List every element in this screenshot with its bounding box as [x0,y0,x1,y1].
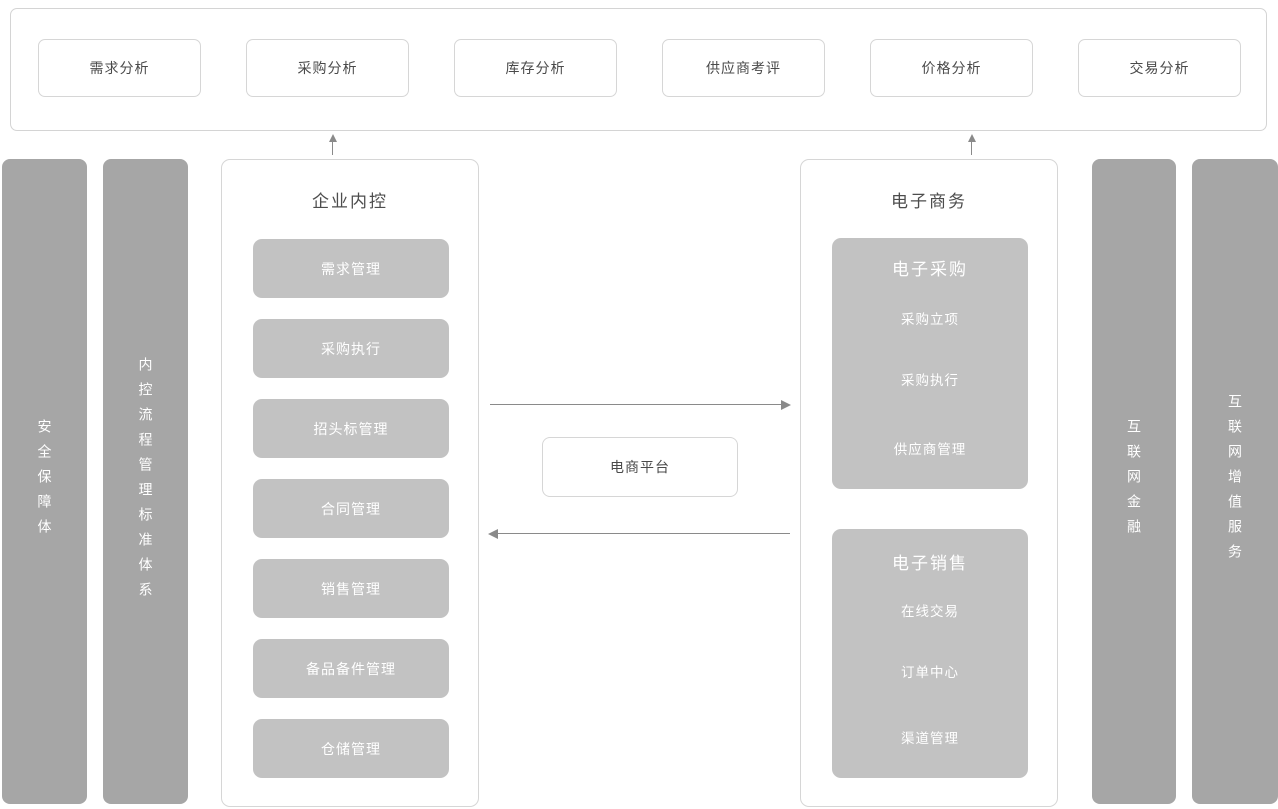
node-supplier-management: 供应商管理 [893,442,967,457]
node-label: 价格分析 [921,60,982,76]
node-label: 供应商考评 [706,60,781,76]
bar-label: 安全保障体 [36,419,53,544]
bar-security-system: 安全保障体 [2,159,87,804]
bar-internet-finance: 互联网金融 [1092,159,1176,804]
node-label: 采购分析 [297,60,358,76]
node-label: 电商平台 [610,459,670,475]
node-demand-management: 需求管理 [253,239,449,298]
node-bidding-management: 招头标管理 [253,399,449,458]
node-order-center: 订单中心 [901,665,959,680]
node-label: 招头标管理 [313,420,389,437]
node-procurement-execution: 采购执行 [253,319,449,378]
group-title: 电子采购 [892,260,968,279]
panel-title: 电子商务 [891,192,967,211]
bar-label: 互联网增值服务 [1227,394,1243,569]
panel-ecommerce: 电子商务 电子采购 采购立项 采购执行 供应商管理 电子销售 在线交易 订单中心… [800,159,1058,807]
node-purchase-analysis: 采购分析 [246,39,409,97]
group-e-procurement: 电子采购 采购立项 采购执行 供应商管理 [832,238,1028,489]
node-label: 销售管理 [321,580,381,597]
bar-label: 互联网金融 [1126,419,1142,544]
up-arrow-line [971,141,972,155]
node-supplier-evaluation: 供应商考评 [662,39,825,97]
up-arrow-head-icon [967,134,976,142]
node-online-trading: 在线交易 [901,604,959,619]
node-demand-analysis: 需求分析 [38,39,201,97]
arrow-line [497,533,790,534]
arrow-line [490,404,782,405]
node-label: 交易分析 [1129,60,1190,76]
bar-label: 内控流程管理标准体系 [137,356,154,607]
panel-internal-control: 企业内控 需求管理 采购执行 招头标管理 合同管理 销售管理 备品备件管理 仓储… [221,159,479,807]
node-spare-parts-management: 备品备件管理 [253,639,449,698]
left-arrow-head-icon [488,529,498,539]
node-label: 采购执行 [321,340,381,357]
node-label: 备品备件管理 [306,660,396,677]
panel-title: 企业内控 [312,192,388,211]
node-procurement-initiation: 采购立项 [901,312,959,327]
up-arrow-line [332,141,333,155]
node-inventory-analysis: 库存分析 [454,39,617,97]
node-procurement-execution: 采购执行 [901,373,959,388]
node-sales-management: 销售管理 [253,559,449,618]
node-price-analysis: 价格分析 [870,39,1033,97]
bar-internal-control-standard: 内控流程管理标准体系 [103,159,188,804]
node-label: 需求分析 [89,60,150,76]
node-contract-management: 合同管理 [253,479,449,538]
node-label: 合同管理 [321,500,381,517]
group-title: 电子销售 [892,554,968,573]
node-channel-management: 渠道管理 [901,731,959,746]
node-label: 需求管理 [321,260,381,277]
node-label: 库存分析 [505,60,566,76]
node-ecommerce-platform: 电商平台 [542,437,738,497]
up-arrow-head-icon [328,134,337,142]
bar-internet-value-added-services: 互联网增值服务 [1192,159,1278,804]
group-e-sales: 电子销售 在线交易 订单中心 渠道管理 [832,529,1028,778]
node-transaction-analysis: 交易分析 [1078,39,1241,97]
right-arrow-head-icon [781,400,791,410]
node-warehouse-management: 仓储管理 [253,719,449,778]
node-label: 仓储管理 [321,740,381,757]
analysis-panel: 需求分析 采购分析 库存分析 供应商考评 价格分析 交易分析 [10,8,1267,131]
